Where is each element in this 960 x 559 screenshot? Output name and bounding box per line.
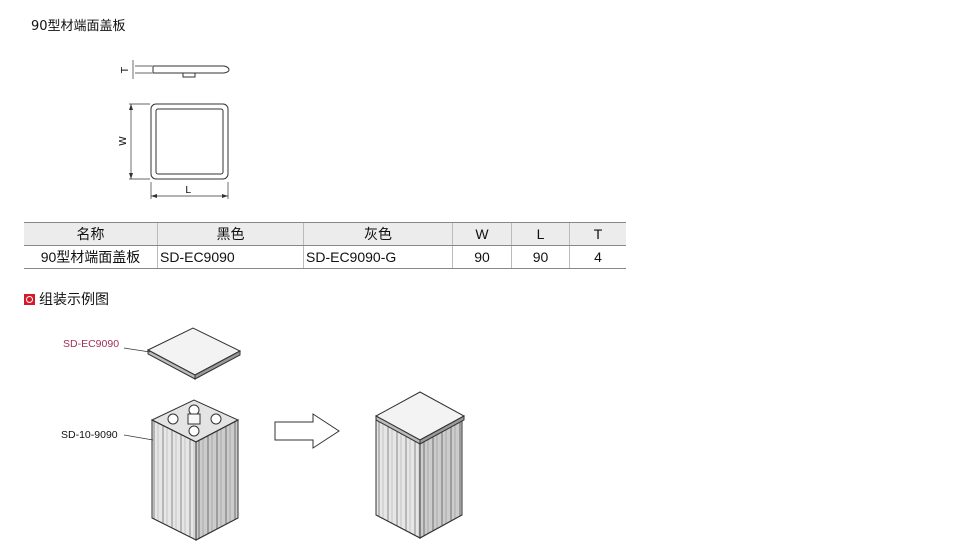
top-view (129, 103, 229, 199)
col-header-black: 黑色 (157, 222, 304, 246)
cell-t: 4 (569, 245, 626, 269)
col-header-w: W (452, 222, 512, 246)
col-header-name: 名称 (24, 222, 158, 246)
dim-l-label: L (185, 185, 191, 196)
cell-l: 90 (511, 245, 570, 269)
cell-black: SD-EC9090 (157, 245, 304, 269)
spec-table: 名称 黑色 灰色 W L T 90型材端面盖板 SD-EC9090 SD-EC9… (24, 222, 626, 269)
table-header-row: 名称 黑色 灰色 W L T (24, 222, 626, 246)
col-header-t: T (569, 222, 626, 246)
profile-callout-label: SD-10-9090 (61, 429, 118, 441)
cell-name: 90型材端面盖板 (24, 245, 158, 269)
cell-w: 90 (452, 245, 512, 269)
dim-t-label: T (120, 66, 131, 74)
assembly-heading: 组装示例图 (24, 289, 109, 309)
profile-9090 (150, 399, 240, 541)
cap-callout-label: SD-EC9090 (63, 338, 120, 350)
assembly-heading-text: 组装示例图 (39, 292, 109, 308)
page-title: 90型材端面盖板 (31, 19, 126, 34)
cell-gray: SD-EC9090-G (303, 245, 453, 269)
assembled-profile (374, 391, 466, 539)
red-bullet-icon (24, 293, 35, 305)
dim-w-label: W (118, 136, 129, 146)
col-header-l: L (511, 222, 570, 246)
col-header-gray: 灰色 (303, 222, 453, 246)
cap-plate (146, 327, 242, 380)
arrow-right-icon (274, 413, 340, 449)
side-view (132, 60, 230, 79)
table-row: 90型材端面盖板 SD-EC9090 SD-EC9090-G 90 90 4 (24, 245, 626, 269)
